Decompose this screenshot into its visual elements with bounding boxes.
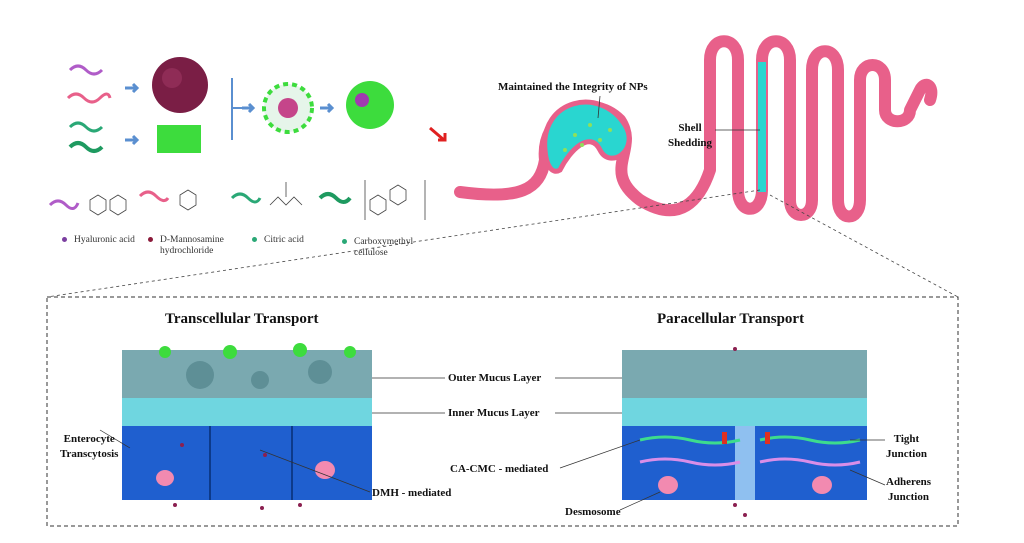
- legend-label: hydrochloride: [160, 246, 214, 256]
- paracellular-title: Paracellular Transport: [657, 311, 805, 327]
- shell-line1: Shell: [678, 122, 702, 134]
- paracellular-tissue: [622, 347, 867, 517]
- legend-label: Hyaluronic acid: [74, 235, 135, 245]
- legend-dot: [342, 239, 347, 245]
- shell-material: [157, 125, 201, 153]
- detail-box: [46, 296, 959, 527]
- adherens-line2: Junction: [888, 491, 929, 503]
- legend-label: D-Mannosamine: [160, 235, 224, 245]
- transcellular-title: Transcellular Transport: [165, 311, 319, 327]
- inner-mucus-label: Inner Mucus Layer: [448, 407, 540, 419]
- stomach-label: Maintained the Integrity of NPs: [498, 81, 648, 93]
- arrow-icon: [320, 102, 335, 114]
- shell-line2: Shedding: [668, 137, 713, 149]
- tight-line1: Tight: [893, 433, 920, 445]
- enterocyte-line1: Enterocyte: [63, 433, 115, 445]
- dmh-label: DMH - mediated: [372, 487, 452, 499]
- legend-dot: [62, 237, 67, 243]
- core-nanoparticle: [152, 57, 208, 113]
- transcellular-tissue: [122, 343, 372, 510]
- red-arrow-icon: [429, 126, 447, 142]
- legend-label: Carboxymethyl: [354, 237, 414, 247]
- desmosome-label: Desmosome: [565, 506, 621, 518]
- arrow-icon: [125, 134, 140, 146]
- legend-citric-acid: Citric acid: [252, 235, 304, 246]
- arrow-icon: [242, 102, 256, 114]
- legend-hyaluronic-acid: Hyaluronic acid: [62, 235, 135, 246]
- legend-dot: [148, 237, 153, 243]
- gi-tract: [454, 35, 938, 223]
- arrow-icon: [125, 82, 140, 94]
- adherens-line1: Adherens: [886, 476, 932, 488]
- legend-dot: [252, 237, 257, 243]
- outer-mucus-label: Outer Mucus Layer: [448, 372, 542, 384]
- legend-label: cellulose: [354, 248, 388, 258]
- enterocyte-line2: Transcytosis: [60, 448, 119, 460]
- cacmc-label: CA-CMC - mediated: [450, 463, 549, 475]
- legend-label: Citric acid: [264, 235, 304, 245]
- tight-line2: Junction: [886, 448, 927, 460]
- synthesis-scheme: [48, 57, 447, 220]
